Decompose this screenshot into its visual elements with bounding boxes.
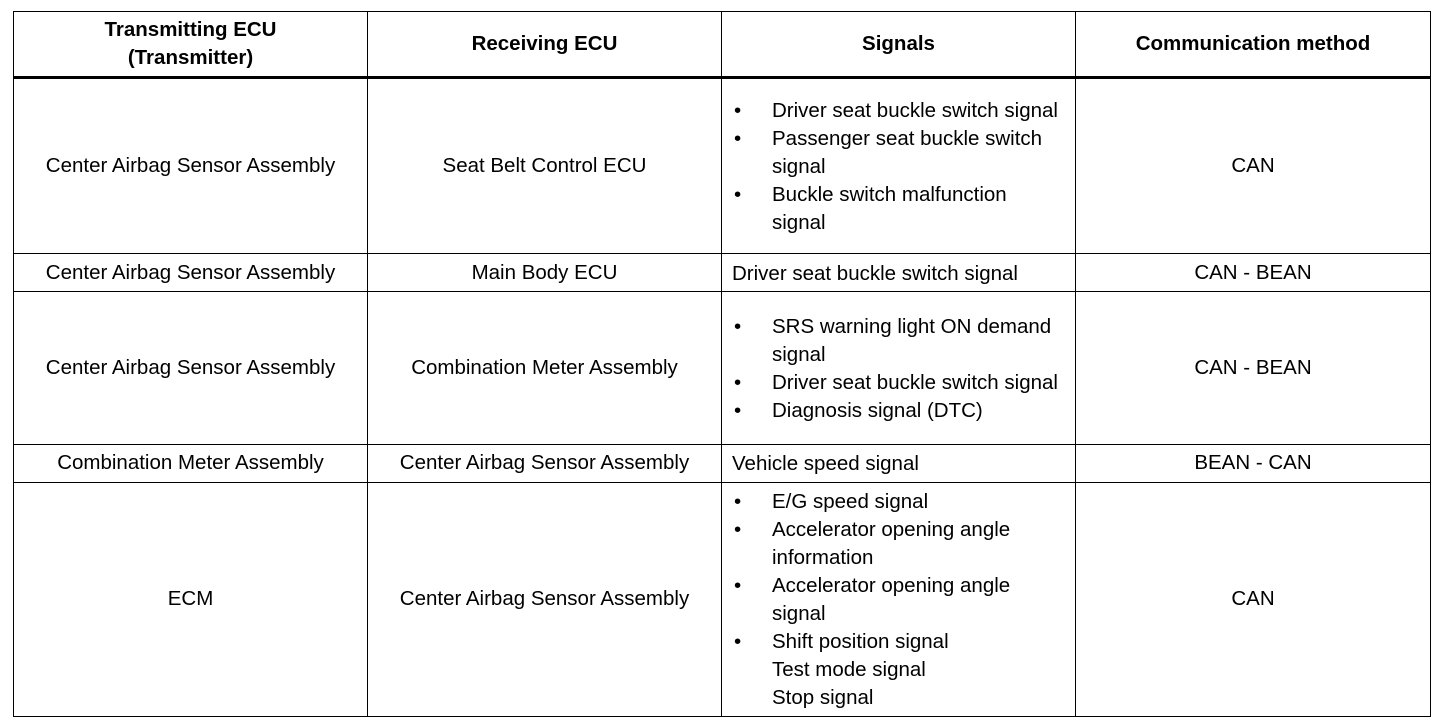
cell-signals: Vehicle speed signal [721, 443, 1076, 483]
cell-receiver: Center Airbag Sensor Assembly [367, 443, 722, 483]
signal-list: SRS warning light ON demand signalDriver… [732, 313, 1065, 425]
cell-method: CAN [1075, 76, 1431, 255]
cell-signals: E/G speed signalAccelerator opening angl… [721, 481, 1076, 718]
cell-transmitter: ECM [13, 481, 368, 718]
header-communication-method: Communication method [1075, 11, 1431, 79]
signal-list: Driver seat buckle switch signalPassenge… [732, 97, 1065, 237]
cell-method: CAN - BEAN [1075, 291, 1431, 445]
header-transmitting-ecu: Transmitting ECU (Transmitter) [13, 11, 368, 79]
signal-text: Vehicle speed signal [732, 452, 919, 476]
cell-signals: SRS warning light ON demand signalDriver… [721, 291, 1076, 445]
cell-method: CAN - BEAN [1075, 253, 1431, 293]
signal-item: Driver seat buckle switch signal [732, 97, 1065, 125]
cell-transmitter: Center Airbag Sensor Assembly [13, 291, 368, 445]
signal-item: Diagnosis signal (DTC) [732, 397, 1065, 425]
cell-transmitter: Center Airbag Sensor Assembly [13, 253, 368, 293]
table-header: Transmitting ECU (Transmitter) Receiving… [13, 11, 1431, 79]
signal-item: Passenger seat buckle switch signal [732, 125, 1065, 181]
signal-item: Shift position signal [732, 628, 1065, 656]
cell-transmitter: Combination Meter Assembly [13, 443, 368, 483]
signal-item: Test mode signal [772, 658, 926, 682]
cell-method: CAN [1075, 481, 1431, 718]
signal-item: Stop signal [772, 686, 874, 710]
header-transmitting-line1: Transmitting ECU [104, 18, 277, 41]
cell-signals: Driver seat buckle switch signal [721, 253, 1076, 293]
header-signals: Signals [721, 11, 1076, 79]
header-transmitting-line2: (Transmitter) [127, 46, 254, 69]
signal-item: Buckle switch malfunction signal [732, 181, 1065, 237]
header-receiving-ecu: Receiving ECU [367, 11, 722, 79]
cell-receiver: Combination Meter Assembly [367, 291, 722, 445]
signal-item: Driver seat buckle switch signal [732, 369, 1065, 397]
communication-table: Transmitting ECU (Transmitter) Receiving… [13, 11, 1431, 718]
signal-item: Accelerator opening angle signal [732, 572, 1065, 628]
cell-transmitter: Center Airbag Sensor Assembly [13, 76, 368, 255]
header-method-label: Communication method [1135, 32, 1371, 55]
signal-text: Driver seat buckle switch signal [732, 261, 1018, 285]
signal-item: SRS warning light ON demand signal [732, 313, 1065, 369]
header-row: Transmitting ECU (Transmitter) Receiving… [13, 11, 1431, 79]
cell-receiver: Center Airbag Sensor Assembly [367, 481, 722, 718]
signal-list: E/G speed signalAccelerator opening angl… [732, 488, 1065, 712]
cell-receiver: Seat Belt Control ECU [367, 76, 722, 255]
cell-signals: Driver seat buckle switch signalPassenge… [721, 76, 1076, 255]
header-receiving-label: Receiving ECU [471, 32, 618, 55]
signal-item: Accelerator opening angle information [732, 516, 1065, 572]
header-signals-label: Signals [862, 32, 935, 55]
signal-item: E/G speed signal [732, 488, 1065, 516]
cell-receiver: Main Body ECU [367, 253, 722, 293]
cell-method: BEAN - CAN [1075, 443, 1431, 483]
